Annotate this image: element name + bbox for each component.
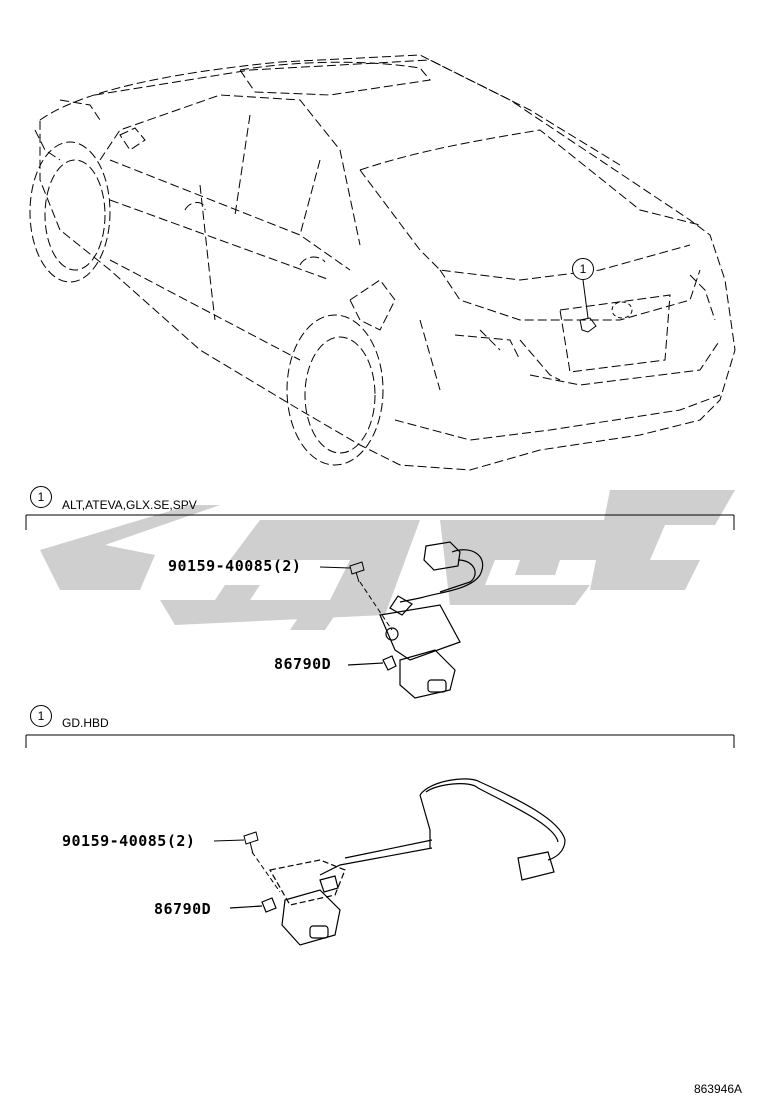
camera-assembly-b: [229, 778, 566, 946]
part-number-screw-b: 90159-40085(2): [62, 832, 196, 850]
camera-location-marker: [579, 279, 633, 333]
figure-id: 863946A: [693, 1082, 742, 1096]
part-number-camera-b: 86790D: [154, 900, 212, 918]
camera-assembly-a: [347, 541, 484, 699]
wheel-rear: [286, 314, 384, 466]
callout-marker-car: 1: [572, 258, 594, 280]
part-number-screw-a: 90159-40085(2): [168, 557, 302, 575]
section-divider-a: [25, 514, 735, 530]
callout-marker-a: 1: [30, 486, 52, 508]
screw-a: [319, 561, 393, 631]
section-a-title: ALT,ATEVA,GLX.SE,SPV: [62, 498, 197, 512]
car-outline: [34, 54, 736, 471]
section-b-title: GD.HBD: [62, 716, 109, 730]
section-divider-b: [25, 734, 735, 748]
screw-b: [213, 831, 281, 893]
callout-marker-b: 1: [30, 705, 52, 727]
wheel-front: [29, 141, 111, 283]
part-number-camera-a: 86790D: [274, 655, 332, 673]
